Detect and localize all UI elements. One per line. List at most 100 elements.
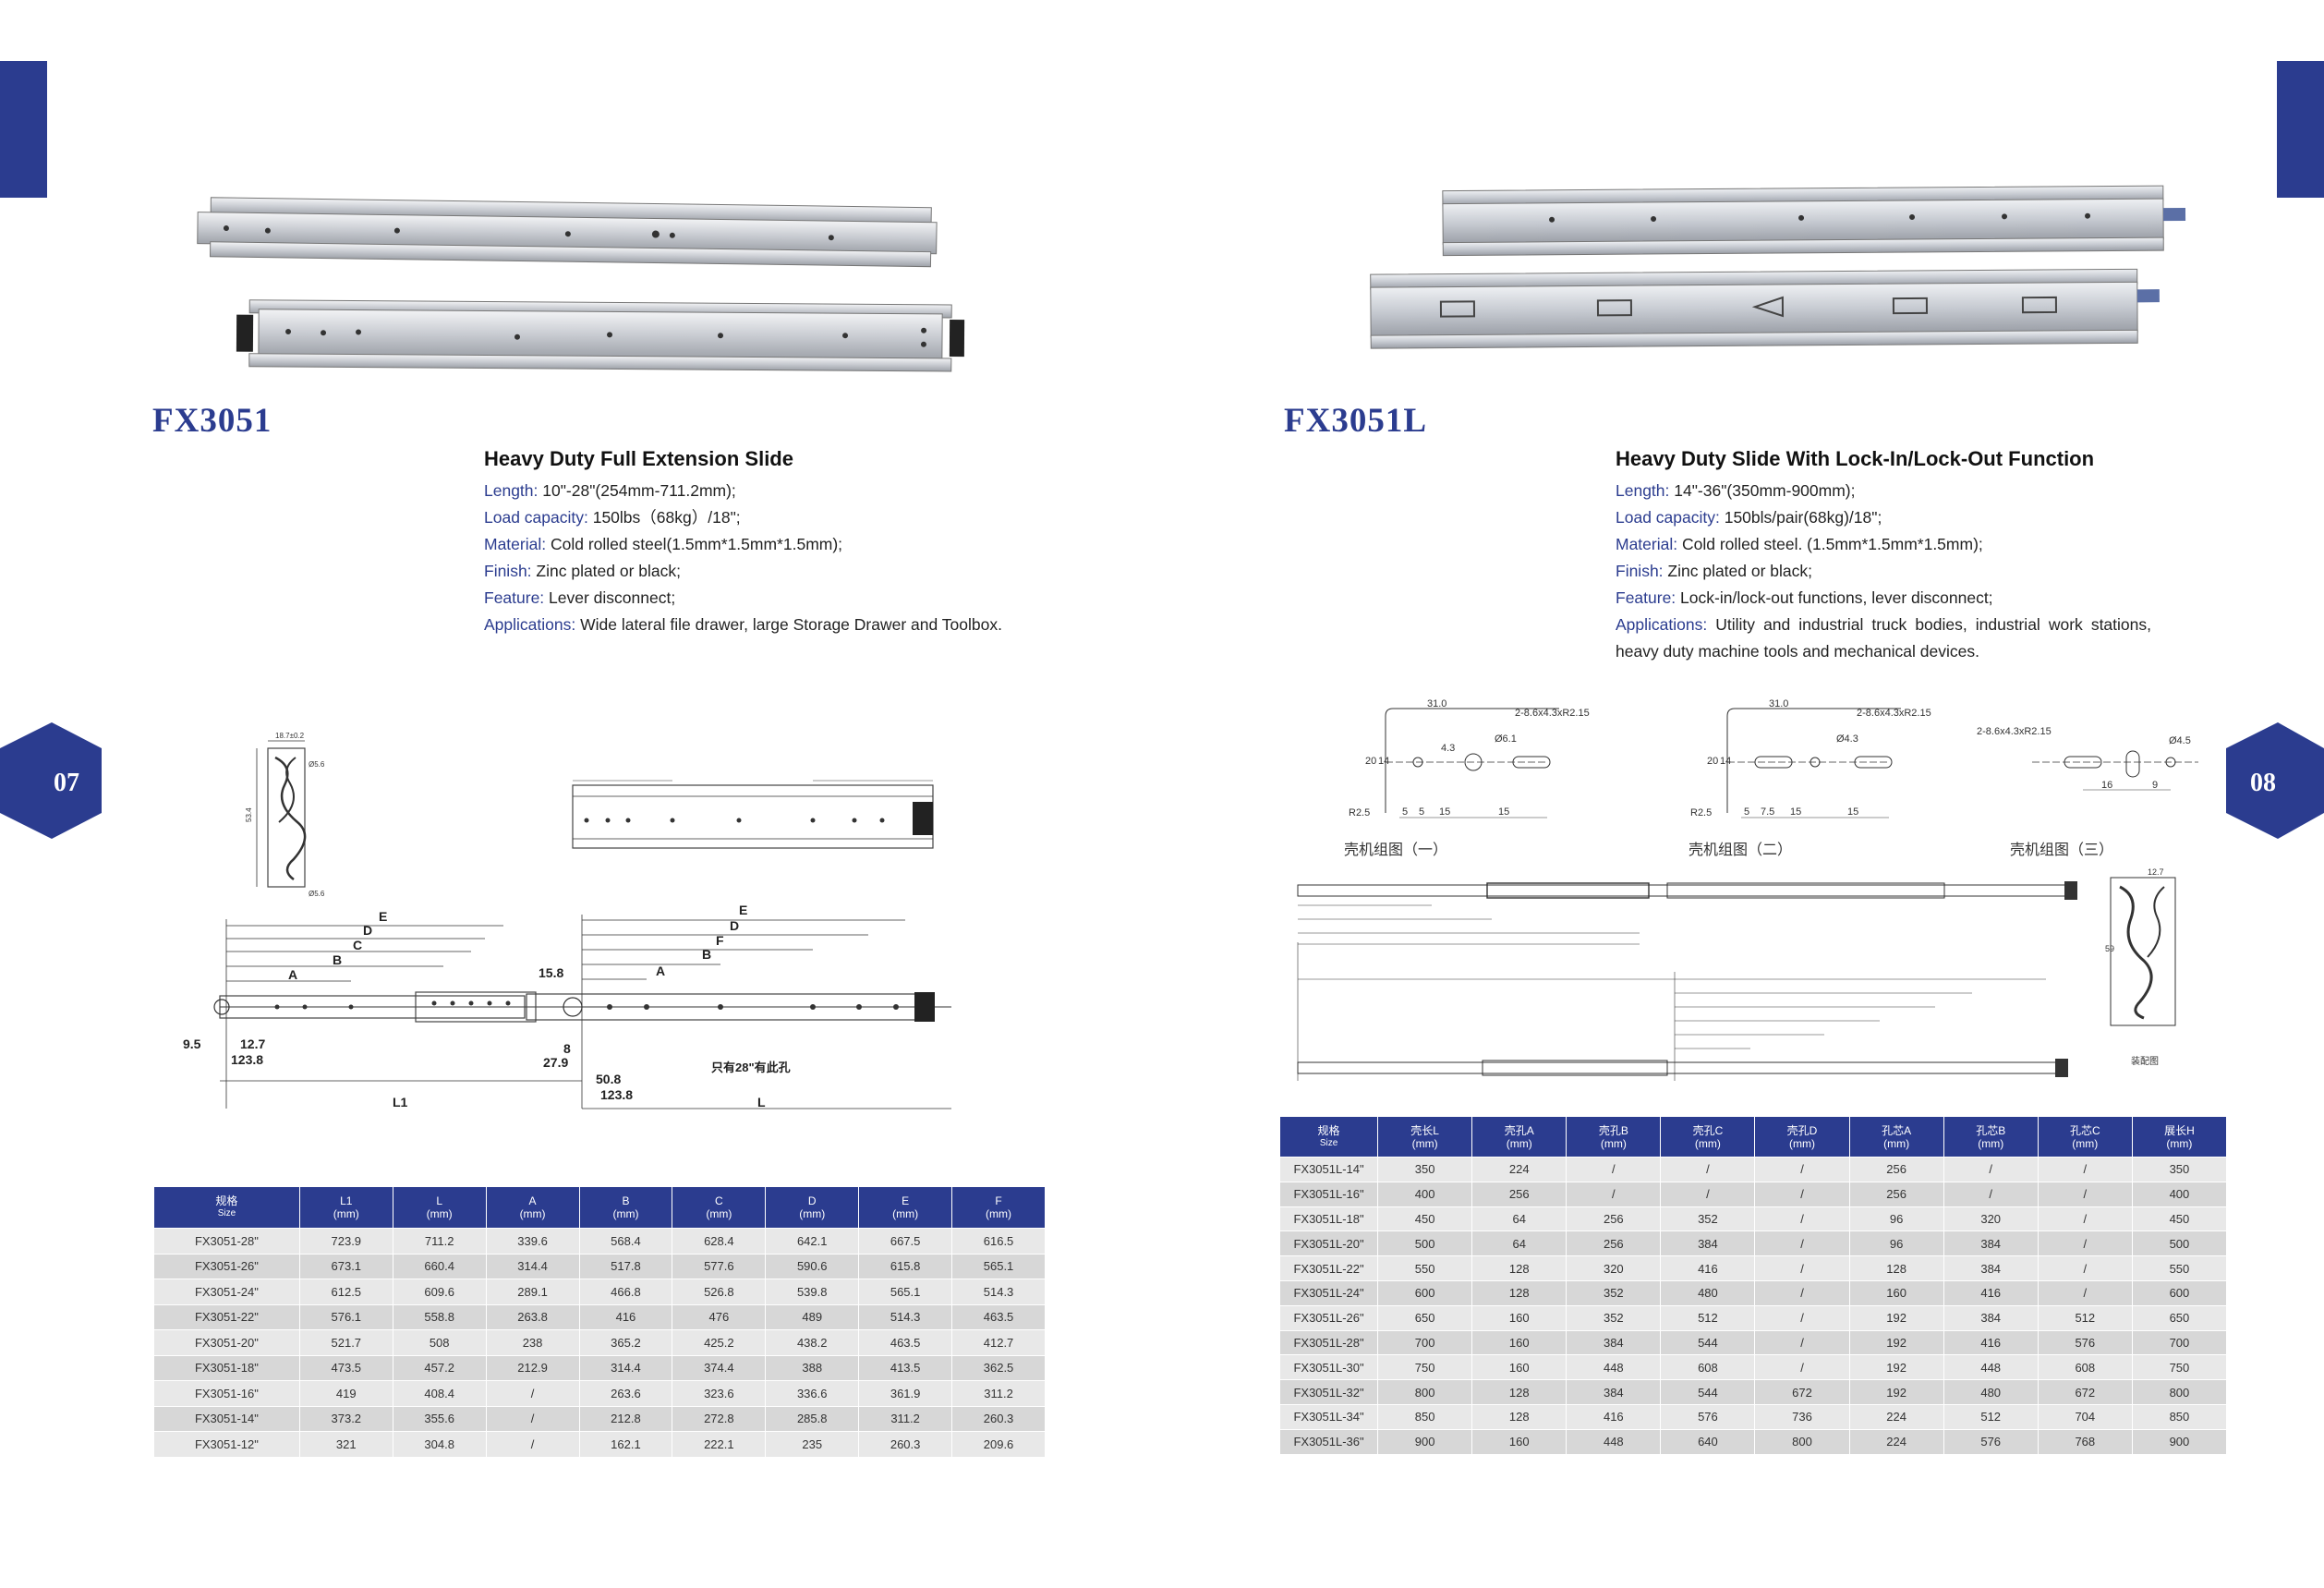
table-cell: 224 [1471,1157,1567,1182]
table-cell: 374.4 [672,1354,767,1381]
dim-label: 16 [2101,780,2112,791]
table-cell: 238 [485,1329,580,1356]
right-spec-applications: Applications: Utility and industrial tru… [1616,615,2151,661]
table-cell: 673.1 [298,1253,393,1279]
fx3051l-closed-view [1297,881,2077,945]
dim-label: 14 [1378,756,1389,767]
hole-pattern-1: 31.0 2-8.6x4.3xR2.15 Ø6.1 4.3 20 14 R2.5… [1349,698,1590,818]
header-shell-hole-a: 壳孔A(mm) [1471,1116,1567,1158]
table-cell: 256 [1566,1230,1662,1257]
table-cell: 650 [1377,1304,1473,1331]
table-cell: 476 [672,1303,767,1330]
table-cell: / [2037,1279,2133,1306]
table-cell: 256 [1566,1206,1662,1232]
header-shell-hole-b: 壳孔B(mm) [1566,1116,1662,1158]
table-cell: 160 [1471,1329,1567,1356]
table-cell: 162.1 [578,1431,673,1458]
table-cell: 323.6 [672,1380,767,1407]
table-cell: 222.1 [672,1431,767,1458]
table-cell: / [2037,1255,2133,1281]
dim-label: 31.0 [1427,698,1446,709]
table-cell: 512 [1660,1304,1756,1331]
dim-label: R2.5 [1690,807,1712,818]
table-cell: FX3051L-20" [1278,1230,1379,1257]
table-cell: 384 [1943,1230,2039,1257]
dim-label: 123.8 [231,1052,263,1067]
dim-label: D [730,918,739,933]
table-cell: 544 [1660,1329,1756,1356]
dim-label: Ø5.6 [309,760,325,769]
table-cell: 628.4 [672,1228,767,1255]
table-cell: 320 [1943,1206,2039,1232]
header-core-hole-c: 孔芯C(mm) [2037,1116,2133,1158]
table-cell: 438.2 [765,1329,860,1356]
table-cell: 128 [1471,1403,1567,1430]
dim-label: Ø4.5 [2169,735,2191,746]
table-cell: FX3051L-34" [1278,1403,1379,1430]
table-cell: 558.8 [392,1303,487,1330]
table-cell: 352 [1566,1304,1662,1331]
table-cell: 600 [1377,1279,1473,1306]
table-cell: 590.6 [765,1253,860,1279]
table-cell: 667.5 [858,1228,953,1255]
table-cell: 550 [1377,1255,1473,1281]
table-cell: 850 [1377,1403,1473,1430]
table-cell: / [2037,1206,2133,1232]
table-cell: 384 [1566,1329,1662,1356]
table-cell: / [1754,1279,1850,1306]
dim-label: L1 [393,1095,408,1109]
left-spec-list: Length: 10"-28"(254mm-711.2mm); Load cap… [484,478,1075,638]
right-edge-bar [2277,61,2324,198]
table-cell: 800 [1377,1379,1473,1405]
table-cell: 463.5 [951,1303,1046,1330]
dim-label: 5 [1419,806,1424,818]
dim-label: 2-8.6x4.3xR2.15 [1515,708,1590,719]
dim-label: A [288,967,297,982]
dim-label: 5 [1402,806,1408,818]
hole-pattern-2: 31.0 2-8.6x4.3xR2.15 Ø4.3 20 14 R2.5 5 7… [1690,698,1931,818]
table-cell: 512 [1943,1403,2039,1430]
table-cell: 609.6 [392,1279,487,1305]
table-cell: FX3051-24" [153,1279,300,1305]
dim-label: F [716,933,724,948]
table-cell: 416 [1943,1329,2039,1356]
table-cell: FX3051L-36" [1278,1428,1379,1455]
dim-label: 14 [1720,756,1731,767]
table-cell: / [1754,1230,1850,1257]
dim-label: 4.3 [1441,743,1455,754]
dim-label: 50.8 [596,1072,621,1086]
table-cell: 96 [1848,1206,1944,1232]
table-cell: FX3051L-26" [1278,1304,1379,1331]
dim-label: 8 [563,1041,571,1056]
table-cell: / [1660,1181,1756,1207]
table-cell: FX3051L-30" [1278,1354,1379,1381]
table-cell: 576.1 [298,1303,393,1330]
table-cell: / [1943,1157,2039,1182]
right-spec-load: Load capacity: 150bls/pair(68kg)/18"; [1616,508,1882,527]
table-cell: / [1754,1354,1850,1381]
table-cell: 365.2 [578,1329,673,1356]
table-cell: 457.2 [392,1354,487,1381]
dim-label: R2.5 [1349,807,1370,818]
table-cell: 526.8 [672,1279,767,1305]
header-l: L(mm) [392,1186,487,1229]
caption-pattern-2: 壳机组图（二） [1689,842,1793,858]
dim-label: 27.9 [543,1055,568,1070]
table-cell: 339.6 [485,1228,580,1255]
table-cell: 256 [1471,1181,1567,1207]
table-cell: 160 [1471,1428,1567,1455]
table-cell: 672 [2037,1379,2133,1405]
left-spec-load: Load capacity: 150lbs（68kg）/18"; [484,508,741,527]
right-spec-material: Material: Cold rolled steel. (1.5mm*1.5m… [1616,535,1983,553]
